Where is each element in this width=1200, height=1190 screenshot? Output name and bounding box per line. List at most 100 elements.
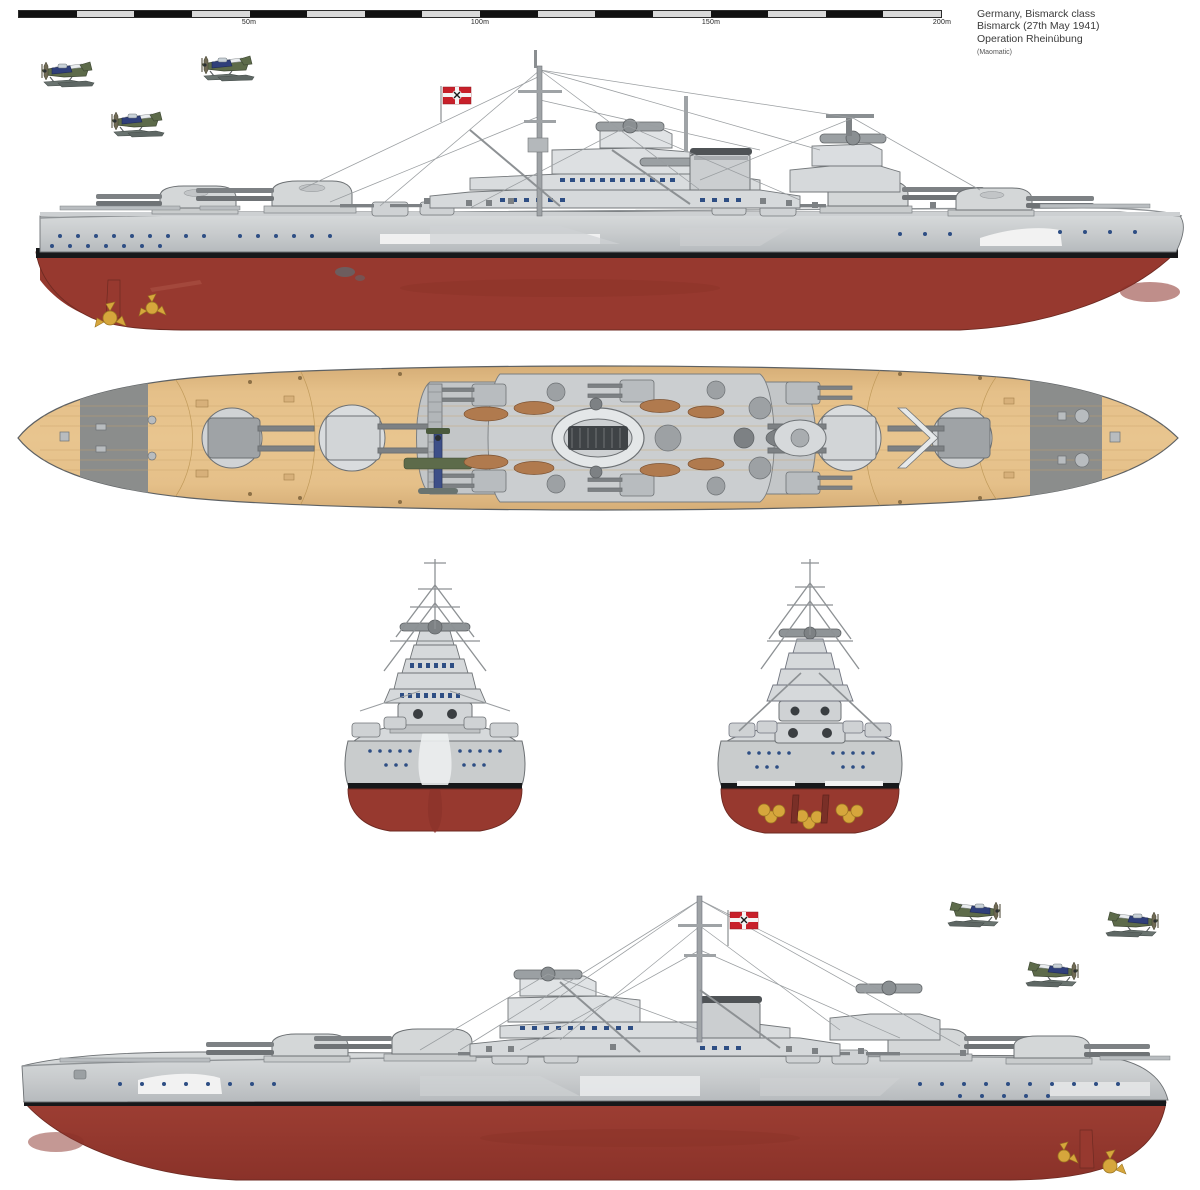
propeller-bottom-1 (1057, 1141, 1079, 1164)
stern-secondary-turrets (728, 720, 892, 738)
stern-hull-grey (717, 740, 903, 786)
camouflage-mid-band (580, 1076, 700, 1096)
main-turret-caesar (196, 180, 357, 214)
deck-bollards (248, 372, 982, 504)
propeller-shaft (150, 280, 202, 292)
propeller-centre (138, 293, 167, 317)
deck-camouflage-band-bow (1030, 366, 1102, 510)
deck-camouflage-band-stern (80, 366, 148, 510)
camouflage-wave-grey-b2 (760, 1078, 900, 1096)
title-line-ship: Bismarck (27th May 1941) (977, 20, 1100, 33)
stern-gear-plan (59, 415, 157, 461)
scale-bar-segment (191, 11, 250, 17)
aircraft-sprite (196, 52, 258, 91)
aa-platform-plan (546, 380, 772, 496)
arado-ar196-floatplane (111, 111, 165, 138)
ships-boats-plan (463, 399, 725, 477)
bow-wave-camouflage (418, 723, 452, 785)
mainmast-bottom (678, 895, 722, 1043)
boot-topping-stripe-bottom (24, 1098, 1166, 1106)
scale-bar-segment (480, 11, 538, 17)
bulbous-bow-shadow (427, 789, 443, 833)
scale-bar-segment (537, 11, 596, 17)
bow-secondary-turrets (351, 716, 519, 738)
funnel-bottom (699, 996, 762, 1039)
scale-bar-segment (249, 11, 308, 17)
german-naval-ensign (440, 86, 472, 122)
anchor-bottom (73, 1069, 87, 1080)
scale-bar-segment (19, 11, 77, 17)
stern-white-band-stbd (825, 781, 883, 786)
scale-bar-segment (307, 11, 365, 17)
mainmast (518, 50, 562, 217)
propeller-port (94, 301, 127, 328)
funnel (689, 148, 752, 191)
scale-bar-segment (595, 11, 653, 17)
title-credit: (Maomatic) (977, 49, 1013, 57)
scale-bar-segment (710, 11, 769, 17)
shaft-bossing-bottom (480, 1129, 800, 1147)
arado-ar196-floatplane (1025, 961, 1079, 988)
scale-tick-label: 150m (701, 19, 721, 26)
aircraft-crane (469, 129, 691, 207)
scale-bar-segment (76, 11, 135, 17)
aircraft-sprite (36, 58, 98, 97)
stern-boot-topping (721, 783, 899, 789)
stern-main-turret (774, 700, 846, 744)
stern-antifouling (720, 788, 900, 834)
aft-tower (789, 114, 901, 193)
funnel-plan (551, 407, 645, 469)
scale-bar-segment (768, 11, 826, 17)
scale-tick-label: 200m (932, 19, 952, 26)
arado-ar196-floatplane (41, 61, 95, 88)
aircraft-sprite (1022, 958, 1084, 997)
arado-ar196-floatplane (947, 901, 1001, 928)
deck-fittings (59, 203, 1151, 211)
aircraft-sprite (106, 108, 168, 147)
scale-bar-segment (883, 11, 941, 17)
aircraft-sprite (944, 898, 1006, 937)
superstructure-bottom (469, 966, 841, 1057)
hull-scuff (335, 267, 355, 277)
gun-barrel (196, 196, 274, 201)
title-block: Germany, Bismarck class Bismarck (27th M… (977, 8, 1192, 60)
foremast (684, 96, 688, 152)
hull-antifouling (35, 251, 1178, 331)
deck-fittings-bottom (59, 1055, 1171, 1063)
camouflage-bow-patch (980, 228, 1062, 246)
stern-white-band-port (737, 781, 795, 786)
bow-foremast (383, 559, 487, 672)
deck-fittings-plan (195, 395, 1015, 481)
scale-bar-segment (825, 11, 884, 17)
mast-rigging (299, 69, 981, 209)
bow-main-turret (389, 702, 481, 734)
title-line-class: Germany, Bismarck class (977, 8, 1096, 20)
breakwater (896, 407, 939, 469)
camouflage-stern-patch-bottom (1050, 1082, 1150, 1096)
camouflage-wave-grey-b1 (420, 1076, 580, 1096)
aa-gun-cluster (424, 198, 936, 208)
stern-superstructure (766, 638, 854, 702)
main-turret-dora-bottom (1005, 1035, 1150, 1065)
side-view-starboard-bottom (0, 880, 1200, 1181)
bow-boot-topping (348, 783, 522, 789)
arado-ar196-floatplane (1105, 911, 1159, 938)
scale-bar-segment (652, 11, 711, 17)
side-view-port-top (0, 30, 1200, 331)
main-turret-bruno-bottom (314, 1028, 477, 1062)
stern-running-gear-bottom (1057, 1129, 1127, 1175)
conning-tower-plan (773, 419, 827, 457)
plan-view-deck (0, 348, 1200, 528)
aft-tower-bottom (829, 980, 941, 1041)
scale-tick-label: 100m (470, 19, 490, 26)
arado-on-catapult-plan (403, 428, 473, 494)
scale-bar-segment (134, 11, 192, 17)
title-line-operation: Operation Rheinübung (977, 32, 1083, 45)
stern-mainmast (760, 559, 860, 670)
scale-bar (18, 10, 942, 18)
arado-ar196-floatplane (201, 55, 255, 82)
stern-running-gear (94, 279, 202, 328)
secondary-turret-plan (439, 379, 853, 497)
superstructure (429, 118, 801, 209)
anchor-gear-plan (1057, 408, 1121, 468)
